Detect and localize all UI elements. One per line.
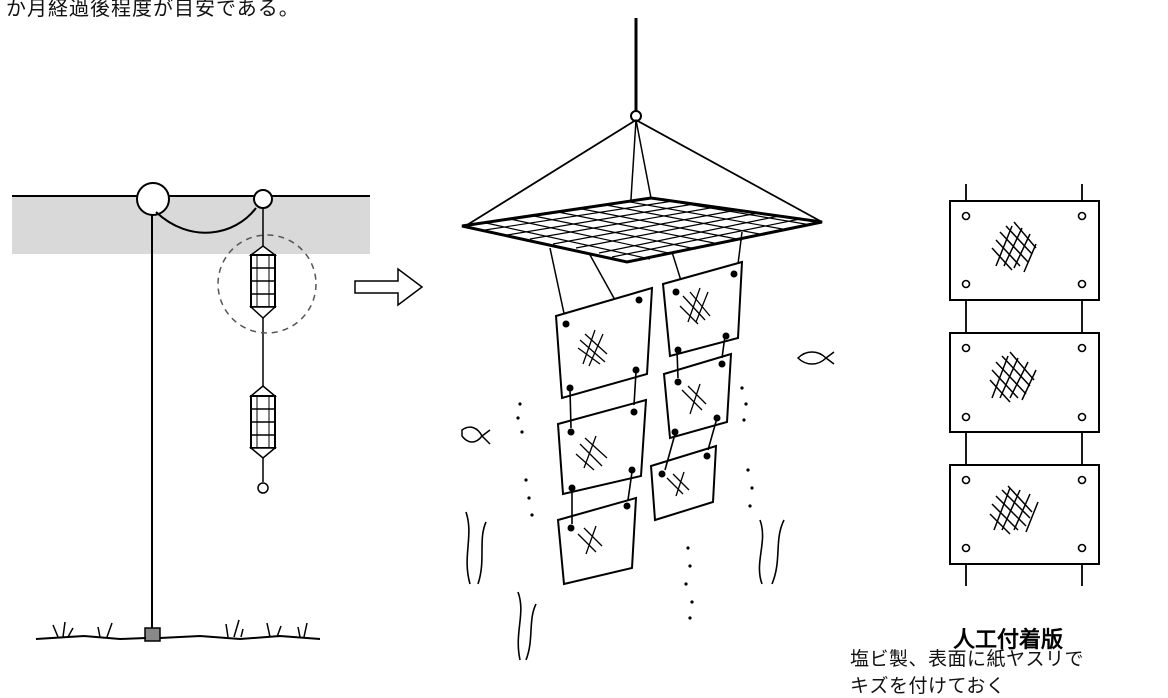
hanging-plates xyxy=(554,260,744,586)
highlight-dashed-circle xyxy=(217,234,317,334)
water-surface-band xyxy=(12,196,370,254)
fish-right xyxy=(796,351,835,365)
net-frame xyxy=(461,196,823,264)
scratch-mark-3 xyxy=(989,485,1039,535)
plate-caption-line-2: キズを付けておく xyxy=(850,675,1006,697)
secondary-buoy xyxy=(253,189,273,209)
fish-left xyxy=(461,426,491,445)
anchor-block xyxy=(144,627,161,642)
hanging-frame-illustration xyxy=(461,18,835,661)
seabed-weeds xyxy=(52,619,308,638)
arrow-right-icon xyxy=(354,267,424,307)
attachment-plate-2 xyxy=(949,332,1100,433)
plate-detail-illustration xyxy=(949,184,1100,586)
plate-scratches xyxy=(575,287,711,555)
plate-caption-line-1: 塩ビ製、表面に紙ヤスリで xyxy=(850,648,1085,670)
plate-caption-title: 人工付着版 xyxy=(952,628,1063,653)
seaweed xyxy=(465,511,785,661)
attachment-plate-3 xyxy=(949,464,1100,565)
collector-unit-upper xyxy=(248,245,278,320)
rope-ring xyxy=(630,110,642,122)
attachment-plate-1 xyxy=(949,200,1100,301)
plate-attachment-points xyxy=(562,270,738,532)
mooring-illustration xyxy=(12,182,370,642)
plankton-dots xyxy=(516,386,754,620)
main-buoy xyxy=(136,182,170,216)
seabed-line xyxy=(35,634,321,641)
scratch-mark-2 xyxy=(989,351,1037,403)
string-end-ring xyxy=(257,482,269,494)
scratch-mark-1 xyxy=(991,221,1037,273)
buoy-connecting-rope xyxy=(155,207,257,234)
collector-unit-lower xyxy=(248,385,278,459)
plate-links xyxy=(569,335,726,524)
intro-text-fragment: か月経過後程度が目安である。 xyxy=(6,0,300,20)
